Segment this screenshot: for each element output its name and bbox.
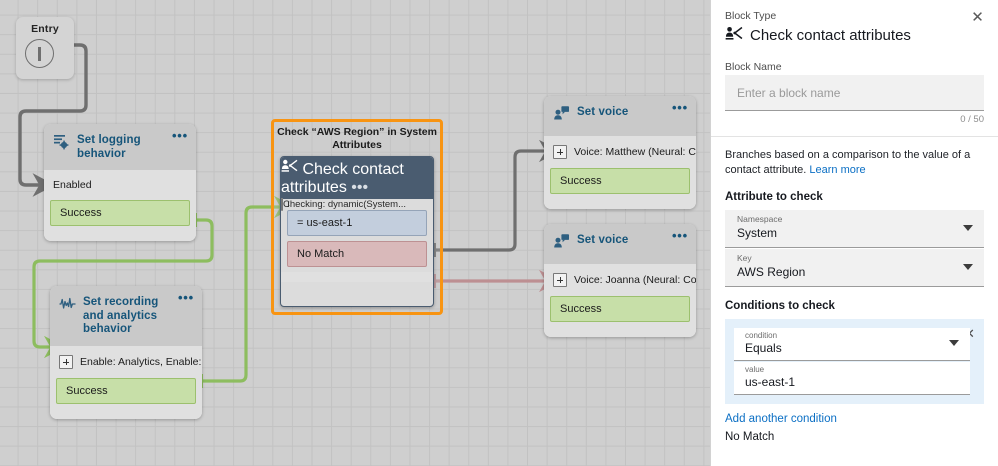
- node-config-text: Checking: dynamic(System...: [283, 199, 407, 210]
- node-menu-button[interactable]: •••: [351, 179, 369, 196]
- block-name-counter: 0 / 50: [960, 114, 984, 125]
- node-header: Set recording and analytics behavior •••: [50, 286, 202, 346]
- no-match-label: No Match: [725, 431, 775, 443]
- namespace-label: Namespace: [737, 214, 783, 224]
- contact-branch-icon: [281, 159, 302, 178]
- contact-branch-icon: [725, 24, 743, 47]
- block-type-label: Block Type: [725, 10, 777, 22]
- branch-no-match[interactable]: No Match: [287, 241, 427, 267]
- waveform-icon: [59, 295, 76, 317]
- selected-block-wrapper[interactable]: Check “AWS Region” in System Attributes: [271, 119, 443, 315]
- node-menu-button[interactable]: •••: [171, 128, 188, 143]
- condition-select[interactable]: condition Equals: [734, 328, 970, 361]
- entry-label: Entry: [31, 23, 59, 35]
- node-config-text: Voice: Matthew (Neural: C...: [574, 146, 696, 158]
- conditions-section-heading: Conditions to check: [725, 300, 835, 312]
- block-type-row: Check contact attributes: [725, 24, 984, 47]
- namespace-value: System: [737, 226, 778, 240]
- condition-card: ✕ condition Equals value us-east-1: [725, 319, 984, 404]
- node-config-row[interactable]: Enable: Analytics, Enable: ...: [50, 345, 202, 378]
- attribute-section-heading: Attribute to check: [725, 191, 823, 203]
- node-menu-button[interactable]: •••: [177, 290, 194, 305]
- node-header: Set voice •••: [544, 96, 696, 136]
- wire-nomatch-to-voice-joanna: [432, 269, 561, 293]
- node-config-text: Voice: Joanna (Neural: Co...: [574, 274, 696, 286]
- chevron-down-icon[interactable]: [963, 225, 973, 231]
- value-label: value: [745, 365, 765, 374]
- branch-match-us-east-1[interactable]: = us-east-1: [287, 210, 427, 236]
- node-config-row[interactable]: Checking: dynamic(System...: [281, 198, 433, 211]
- voice-person-icon: [553, 233, 570, 255]
- node-footer: [44, 231, 196, 241]
- node-set-voice-joanna[interactable]: Set voice ••• Voice: Joanna (Neural: Co.…: [544, 224, 696, 337]
- entry-point-icon: [25, 39, 54, 68]
- node-config-row[interactable]: Voice: Matthew (Neural: C...: [544, 136, 696, 168]
- namespace-select[interactable]: Namespace System: [725, 210, 984, 248]
- node-header: Set logging behavior •••: [44, 124, 196, 170]
- node-config-text: Enable: Analytics, Enable: ...: [80, 355, 202, 368]
- chevron-down-icon[interactable]: [963, 264, 973, 270]
- node-header: Set voice •••: [544, 224, 696, 264]
- close-icon[interactable]: ✕: [971, 9, 984, 26]
- expand-plus-icon[interactable]: [281, 198, 283, 211]
- logging-settings-icon: [53, 133, 70, 155]
- node-title: Set logging behavior: [77, 134, 141, 160]
- chevron-down-icon[interactable]: [949, 340, 959, 346]
- add-another-condition-link[interactable]: Add another condition: [725, 413, 837, 425]
- voice-person-icon: [553, 105, 570, 127]
- expand-plus-icon[interactable]: [59, 354, 73, 369]
- entry-block[interactable]: Entry: [16, 17, 74, 79]
- node-set-recording-and-analytics-behavior[interactable]: Set recording and analytics behavior •••…: [50, 286, 202, 419]
- condition-label: condition: [745, 331, 778, 340]
- page-title: Check contact attributes: [750, 27, 911, 44]
- node-header: Check contact attributes •••: [281, 157, 433, 199]
- block-name-input[interactable]: Enter a block name: [725, 75, 984, 111]
- node-config-row[interactable]: Voice: Joanna (Neural: Co...: [544, 264, 696, 296]
- key-label: Key: [737, 253, 752, 263]
- node-config-row[interactable]: Enabled: [44, 170, 196, 200]
- connector-layer: [18, 43, 561, 388]
- value-input[interactable]: value us-east-1: [734, 362, 970, 395]
- node-footer: [50, 408, 202, 419]
- entry-connector-stub: [38, 47, 41, 61]
- key-value: AWS Region: [737, 265, 806, 279]
- node-title: Set voice: [577, 106, 629, 118]
- expand-plus-icon[interactable]: [553, 273, 567, 287]
- node-title: Check contact attributes: [281, 161, 404, 196]
- branch-success[interactable]: Success: [550, 168, 690, 194]
- node-title: Set recording and analytics behavior: [83, 296, 159, 335]
- node-title: Set voice: [577, 234, 629, 246]
- condition-card-fields: condition Equals value us-east-1: [734, 328, 970, 395]
- block-group-label: Check “AWS Region” in System Attributes: [277, 126, 437, 151]
- node-menu-button[interactable]: •••: [671, 228, 688, 243]
- node-footer: [544, 327, 696, 337]
- block-name-label: Block Name: [725, 61, 782, 73]
- node-footer: [281, 272, 433, 282]
- node-set-voice-matthew[interactable]: Set voice ••• Voice: Matthew (Neural: C.…: [544, 96, 696, 209]
- node-footer: [544, 199, 696, 209]
- flow-canvas[interactable]: Entry Set l: [0, 0, 710, 466]
- node-menu-button[interactable]: •••: [671, 100, 688, 115]
- branch-success[interactable]: Success: [50, 200, 190, 226]
- node-config-text: Enabled: [53, 179, 92, 191]
- divider: [711, 136, 998, 137]
- wire-entry-to-logging: [18, 43, 88, 197]
- node-set-logging-behavior[interactable]: Set logging behavior ••• Enabled Success: [44, 124, 196, 241]
- expand-plus-icon[interactable]: [553, 145, 567, 159]
- node-check-contact-attributes[interactable]: Check contact attributes ••• Checking: d…: [280, 156, 434, 307]
- wire-match-to-voice-matthew: [432, 139, 561, 257]
- block-description-text: Branches based on a comparison to the va…: [725, 149, 971, 176]
- block-description: Branches based on a comparison to the va…: [725, 148, 984, 178]
- branch-success[interactable]: Success: [56, 377, 196, 404]
- learn-more-link[interactable]: Learn more: [809, 164, 866, 176]
- value-text: us-east-1: [745, 375, 796, 389]
- branch-success[interactable]: Success: [550, 296, 690, 322]
- key-select[interactable]: Key AWS Region: [725, 249, 984, 287]
- block-properties-panel: ✕ Block Type Check contact attributes Bl…: [710, 0, 998, 466]
- condition-value: Equals: [745, 341, 782, 355]
